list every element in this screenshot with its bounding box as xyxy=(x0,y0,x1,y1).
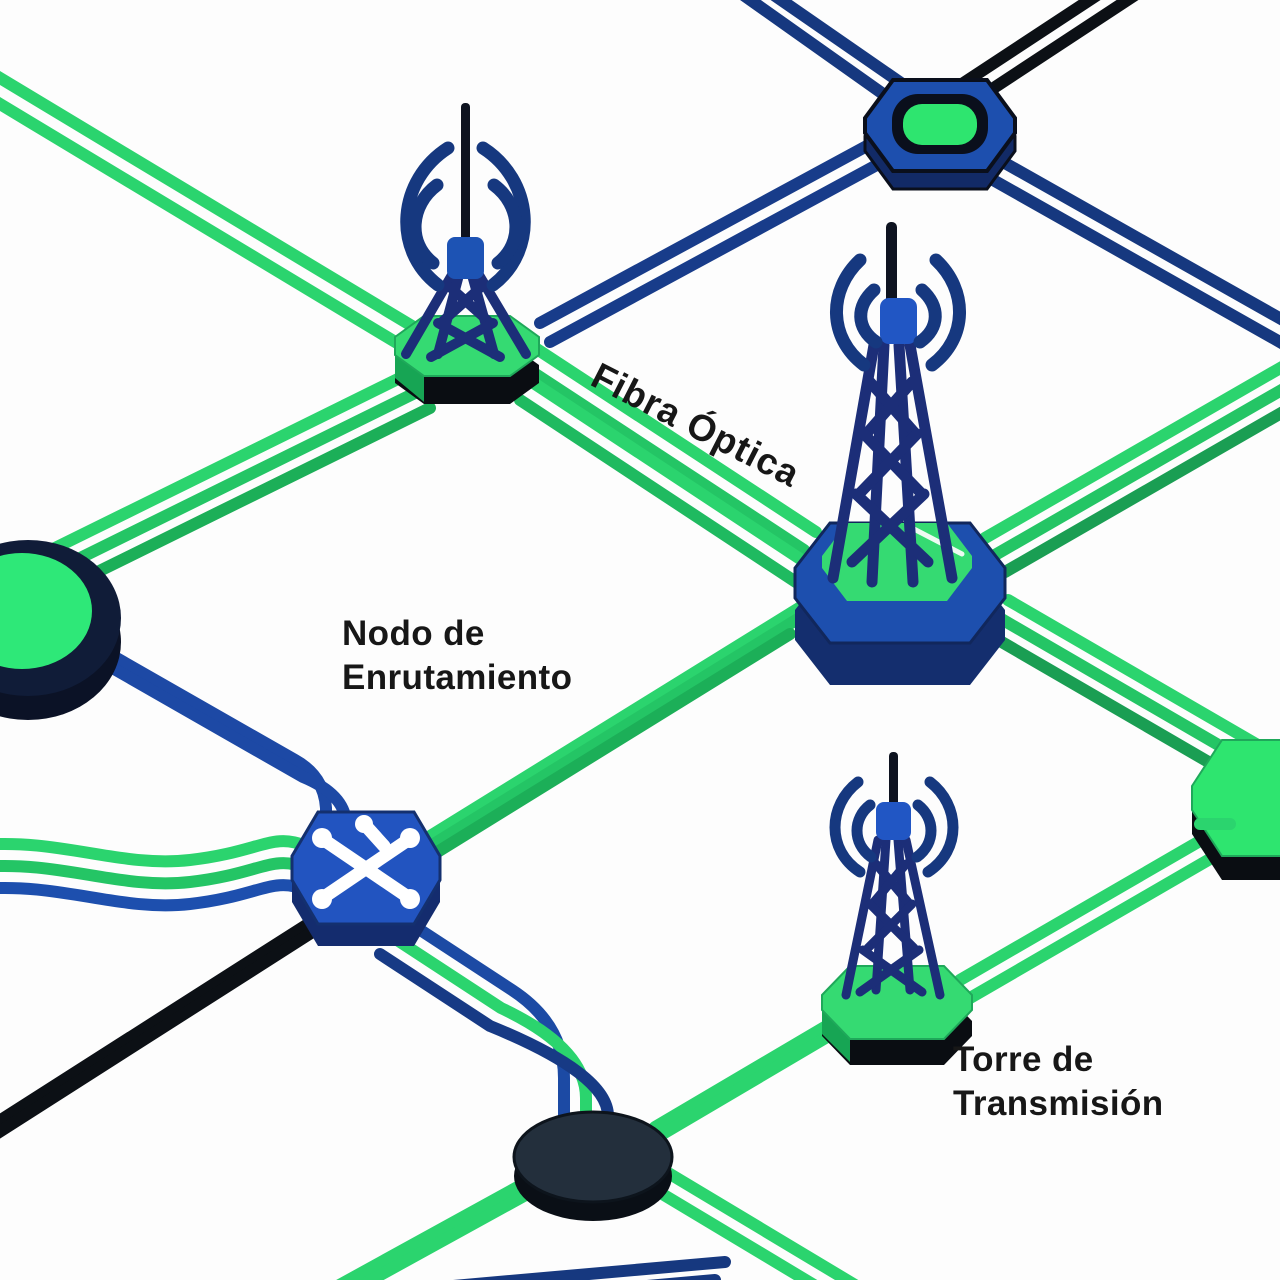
label-nodo-line2: Enrutamiento xyxy=(342,658,573,697)
fiber-link-hub-tower1 xyxy=(534,122,916,348)
fiber-link-tower3-disc xyxy=(638,1009,851,1151)
tower2-brace xyxy=(846,488,930,568)
fiber-link-tower2-router xyxy=(399,594,818,878)
tower2-brace xyxy=(855,428,923,498)
tower3-brace xyxy=(869,859,911,907)
label-torre-line1: Torre de xyxy=(953,1040,1094,1079)
fiber-link-bottom-sliver xyxy=(452,1256,731,1280)
tower2-guywire-highlight xyxy=(909,525,965,557)
radio-tower-icon xyxy=(829,752,959,1000)
fiber-link-tower1-tower2 xyxy=(502,332,832,600)
tower1-leg-right xyxy=(474,270,531,359)
signal-waves-icon xyxy=(829,776,959,878)
disc-south-top xyxy=(512,1110,674,1204)
fiber-link-tower2-rightedge xyxy=(979,361,1280,578)
tower1-brace xyxy=(426,318,498,362)
disc-west-node xyxy=(0,540,121,720)
fiber-link-router-black xyxy=(0,909,328,1139)
label-torre-transmision: Torre de Transmisión xyxy=(953,1038,1164,1126)
radio-tower-icon xyxy=(827,222,966,588)
hub-node-green-core xyxy=(903,104,977,145)
fiber-link-disc-router xyxy=(79,634,352,852)
signal-waves-icon xyxy=(400,141,531,292)
tower3-brace xyxy=(855,945,924,997)
fiber-link-router-leftedge-wavy xyxy=(0,835,312,912)
radio-tower-icon xyxy=(400,103,531,362)
tower1-mast xyxy=(461,103,470,245)
fiber-link-disc-bottomright xyxy=(638,1159,859,1280)
label-nodo-line1: Nodo de xyxy=(342,614,485,653)
tower3-brace xyxy=(863,899,917,953)
fiber-link-hub-rightedge xyxy=(934,126,1280,349)
tower2-brace xyxy=(862,376,918,438)
tower1-cap xyxy=(447,237,484,279)
tower3-leg-right xyxy=(901,835,945,1000)
router-node xyxy=(290,810,442,946)
tower1-leg-left xyxy=(401,270,457,359)
hub-node xyxy=(863,78,1017,191)
fiber-link-disc-bottomleft xyxy=(336,1162,558,1280)
tower2-cap xyxy=(880,298,917,344)
tower1-brace xyxy=(438,282,486,326)
fiber-link-disc-tower1 xyxy=(49,366,436,590)
tower2-mast xyxy=(886,222,897,314)
label-nodo-enrutamiento: Nodo de Enrutamiento xyxy=(342,612,572,700)
fiber-link-tower1-leftedge xyxy=(0,71,428,358)
signal-waves-icon xyxy=(830,253,966,372)
disc-south-node xyxy=(512,1110,674,1221)
pad-east-node xyxy=(1191,739,1280,880)
tower3-cap xyxy=(876,802,911,840)
disc-west-green-face xyxy=(0,553,92,669)
tower3-mast xyxy=(889,752,898,816)
tower-south xyxy=(821,752,973,1065)
label-torre-line2: Transmisión xyxy=(953,1084,1164,1123)
router-icon-dots xyxy=(312,815,420,909)
tower-northwest xyxy=(394,103,540,404)
fiber-link-router-discsouth xyxy=(374,912,614,1146)
tower-center xyxy=(793,222,1007,685)
